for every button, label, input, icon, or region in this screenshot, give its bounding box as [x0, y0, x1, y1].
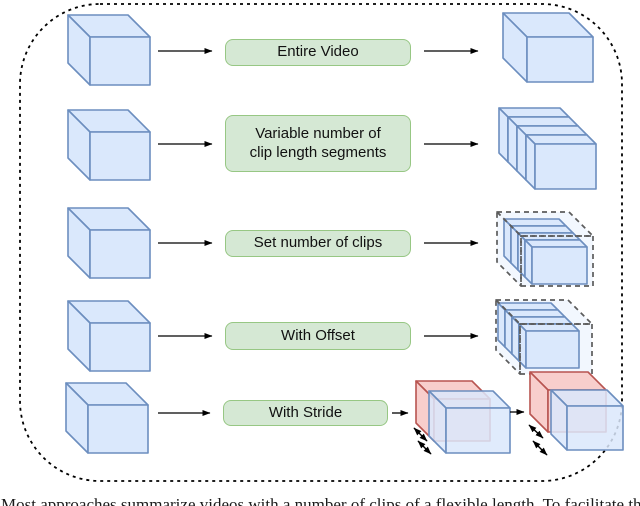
set-clips-in-dashed-video	[496, 211, 594, 287]
stride-depth-arrow-icon	[417, 440, 432, 455]
variable-clip-stack	[498, 107, 597, 190]
source-video-cube-row1	[67, 14, 151, 86]
stride-depth-arrow-icon	[413, 427, 428, 442]
entire-video-result-cube	[502, 12, 594, 83]
source-video-cube-row3	[67, 207, 151, 279]
stride-blue-clip-cube	[550, 389, 624, 451]
offset-clips-in-dashed-video	[495, 299, 593, 375]
strategy-label-with-offset: With Offset	[225, 322, 411, 350]
source-video-cube-row4	[67, 300, 151, 372]
stride-depth-arrow-icon	[532, 440, 548, 456]
strategy-label-entire-video: Entire Video	[225, 39, 411, 66]
strategy-label-with-stride: With Stride	[223, 400, 388, 426]
stride-blue-clip-cube	[428, 390, 511, 454]
source-video-cube-row5	[65, 382, 149, 454]
diagram-canvas	[19, 3, 624, 482]
strategy-label-set-clips: Set number of clips	[225, 230, 411, 257]
stride-depth-arrow-icon	[528, 424, 544, 439]
dashed-video-outline	[495, 299, 593, 375]
source-video-cube-row2	[67, 109, 151, 181]
figure-caption: Most approaches summarize videos with a …	[1, 495, 640, 506]
dashed-video-outline	[496, 211, 594, 287]
strategy-label-variable-clips: Variable number of clip length segments	[225, 115, 411, 172]
stride-clip-pair-2	[528, 371, 624, 456]
stride-clip-pair-1	[413, 380, 511, 455]
